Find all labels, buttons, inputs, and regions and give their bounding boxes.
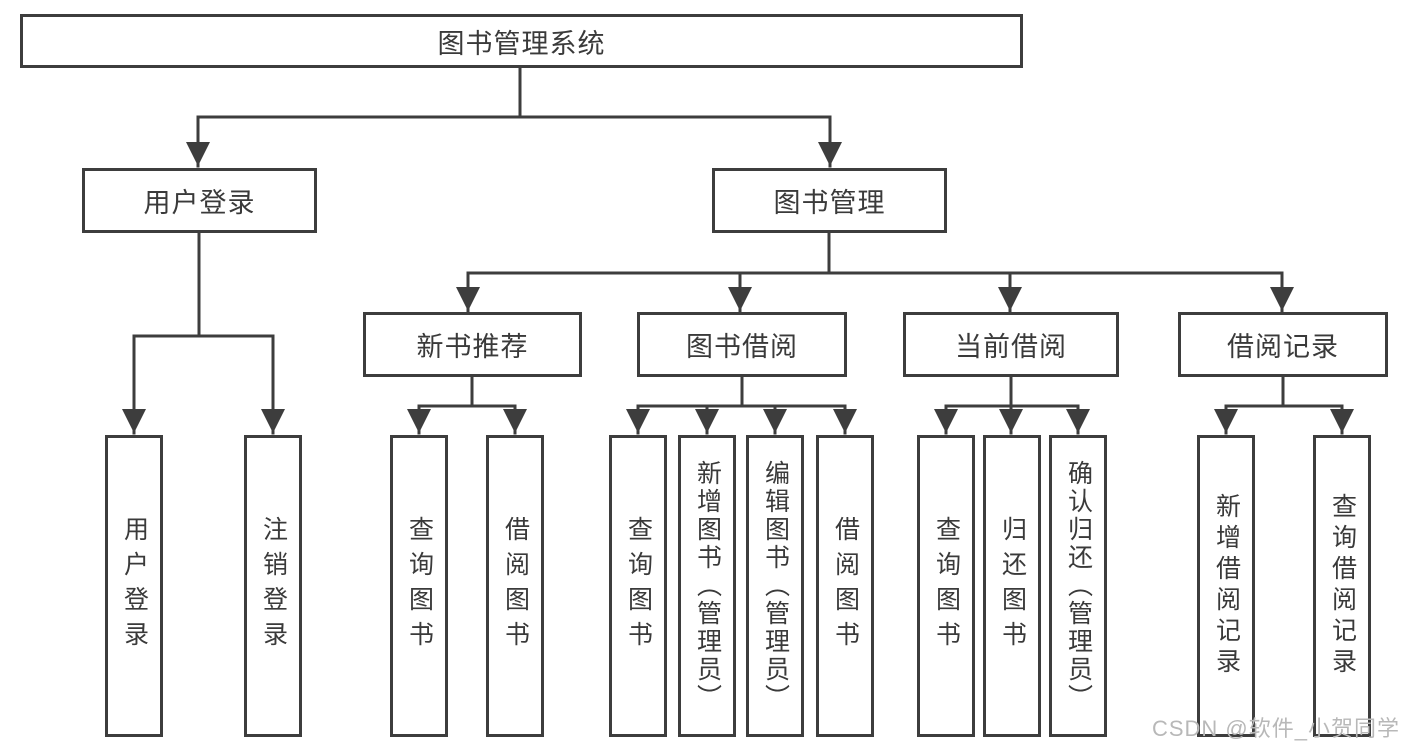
leaf-add-borrow-record: 新增借阅记录 <box>1197 435 1255 737</box>
leaf-label: 查询图书 <box>932 516 961 656</box>
leaf-label: 查询图书 <box>405 516 434 656</box>
leaf-query-books-current: 查询图书 <box>917 435 975 737</box>
leaf-confirm-return-admin: 确认归还（管理员） <box>1049 435 1107 737</box>
leaf-label: 借阅图书 <box>501 516 530 656</box>
node-book-borrow: 图书借阅 <box>637 312 847 377</box>
leaf-user-login: 用户登录 <box>105 435 163 737</box>
leaf-label: 新增借阅记录 <box>1212 493 1241 679</box>
node-user-login: 用户登录 <box>82 168 317 233</box>
leaf-label: 编辑图书（管理员） <box>761 460 790 712</box>
leaf-label: 用户登录 <box>120 516 149 656</box>
leaf-label: 确认归还（管理员） <box>1064 460 1093 712</box>
leaf-edit-book-admin: 编辑图书（管理员） <box>746 435 804 737</box>
csdn-watermark: CSDN @软件_小贺同学 <box>1151 716 1400 741</box>
node-library-system: 图书管理系统 <box>20 14 1023 68</box>
node-new-book-recommend: 新书推荐 <box>363 312 582 377</box>
leaf-label: 注销登录 <box>259 516 288 656</box>
node-label: 图书借阅 <box>686 332 798 362</box>
node-label: 图书管理 <box>773 188 886 218</box>
leaf-label: 查询借阅记录 <box>1328 493 1357 679</box>
node-label: 用户登录 <box>143 188 256 218</box>
node-label: 图书管理系统 <box>437 28 606 59</box>
leaf-borrow-books-recommend: 借阅图书 <box>486 435 544 737</box>
leaf-query-borrow-record: 查询借阅记录 <box>1313 435 1371 737</box>
leaf-return-books: 归还图书 <box>983 435 1041 737</box>
leaf-label: 新增图书（管理员） <box>693 460 722 712</box>
leaf-query-books-borrow: 查询图书 <box>609 435 667 737</box>
node-label: 借阅记录 <box>1227 332 1339 362</box>
leaf-logout: 注销登录 <box>244 435 302 737</box>
leaf-label: 归还图书 <box>998 516 1027 656</box>
node-label: 新书推荐 <box>416 332 529 362</box>
leaf-query-books-recommend: 查询图书 <box>390 435 448 737</box>
node-borrow-records: 借阅记录 <box>1178 312 1388 377</box>
node-label: 当前借阅 <box>955 332 1067 362</box>
leaf-borrow-books: 借阅图书 <box>816 435 874 737</box>
node-current-borrow: 当前借阅 <box>903 312 1119 377</box>
leaf-label: 借阅图书 <box>831 516 860 656</box>
leaf-add-book-admin: 新增图书（管理员） <box>678 435 736 737</box>
node-book-management: 图书管理 <box>712 168 947 233</box>
leaf-label: 查询图书 <box>624 516 653 656</box>
